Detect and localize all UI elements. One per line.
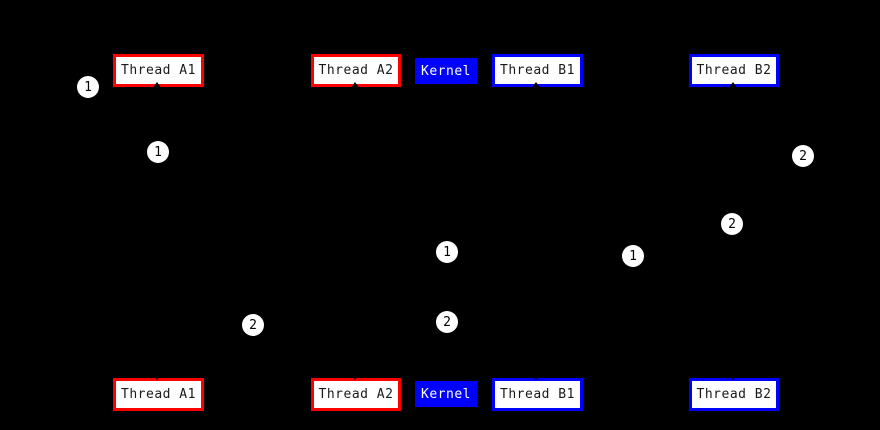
step-marker: 2 [436, 311, 458, 333]
step-marker: 1 [622, 245, 644, 267]
arrowhead-icon [350, 82, 360, 89]
arrowhead-icon [152, 82, 162, 89]
arrowhead-icon [728, 82, 738, 89]
step-marker: 1 [436, 241, 458, 263]
thread-box: Thread A1 [113, 378, 204, 411]
arrowhead-icon [728, 373, 738, 380]
step-marker: 2 [792, 145, 814, 167]
arrowhead-icon [350, 373, 360, 380]
step-marker: 2 [721, 213, 743, 235]
thread-box: Thread B1 [492, 378, 583, 411]
step-marker: 1 [77, 76, 99, 98]
arrowhead-icon [531, 373, 541, 380]
kernel-box: Kernel [415, 381, 477, 407]
kernel-box: Kernel [415, 58, 477, 84]
thread-box: Thread A1 [113, 54, 204, 87]
step-marker: 1 [147, 141, 169, 163]
arrowhead-icon [152, 373, 162, 380]
arrowhead-icon [531, 82, 541, 89]
step-marker: 2 [242, 314, 264, 336]
